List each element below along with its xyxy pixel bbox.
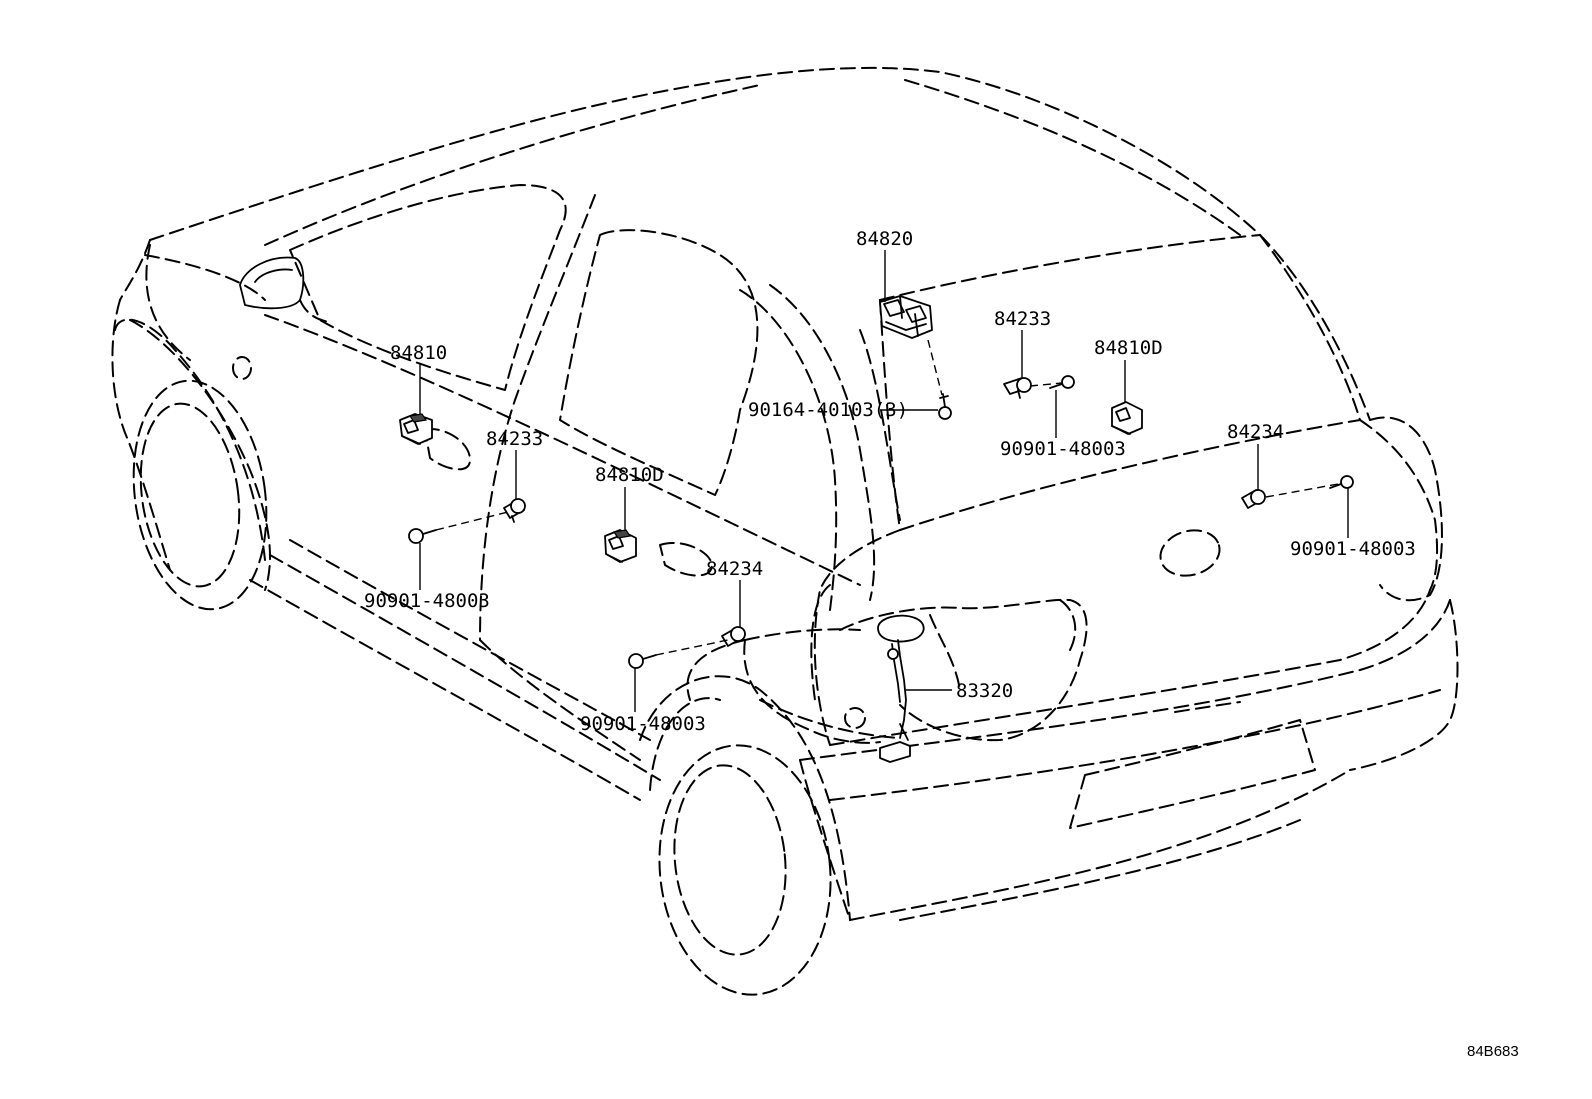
window-switch-icon (399, 413, 433, 445)
callout-83320: 83320 (956, 680, 1013, 702)
door-courtesy-switch-icon (503, 498, 526, 523)
callout-84234-center: 84234 (706, 558, 763, 580)
leader-lines (419, 250, 1349, 712)
window-switch-icon (1111, 401, 1143, 435)
door-courtesy-switch-icon (721, 626, 746, 647)
figure-code: 84B683 (1467, 1043, 1519, 1060)
callout-90164-40103: 90164-40103(3) (748, 399, 908, 421)
screw-icon (1049, 375, 1075, 389)
screw-icon (1329, 475, 1354, 489)
callout-84233-left: 84233 (486, 428, 543, 450)
window-switch-icon (879, 295, 933, 339)
callout-84233-right: 84233 (994, 308, 1051, 330)
callout-84810: 84810 (390, 342, 447, 364)
window-switch-icon (604, 529, 637, 563)
car-body-outline (111, 66, 1459, 996)
callout-90901-48003-right: 90901-48003 (1290, 538, 1416, 560)
callout-84810D-right: 84810D (1094, 337, 1163, 359)
callout-labels: 84820 84233 84810D 90164-40103(3) 90901-… (364, 228, 1416, 735)
callout-84234-right: 84234 (1227, 421, 1284, 443)
callout-84820: 84820 (856, 228, 913, 250)
callout-90901-48003-bottom: 90901-48003 (580, 713, 706, 735)
door-courtesy-switch-icon (1241, 489, 1266, 509)
callout-84810D-left: 84810D (595, 464, 664, 486)
fuel-sender-icon (877, 614, 925, 763)
screw-icon (628, 653, 657, 669)
bolt-icon (938, 393, 952, 420)
door-courtesy-switch-icon (1003, 377, 1032, 399)
callout-90901-48003-center: 90901-48003 (1000, 438, 1126, 460)
callout-90901-48003-left: 90901-48003 (364, 590, 490, 612)
screw-icon (408, 528, 437, 544)
